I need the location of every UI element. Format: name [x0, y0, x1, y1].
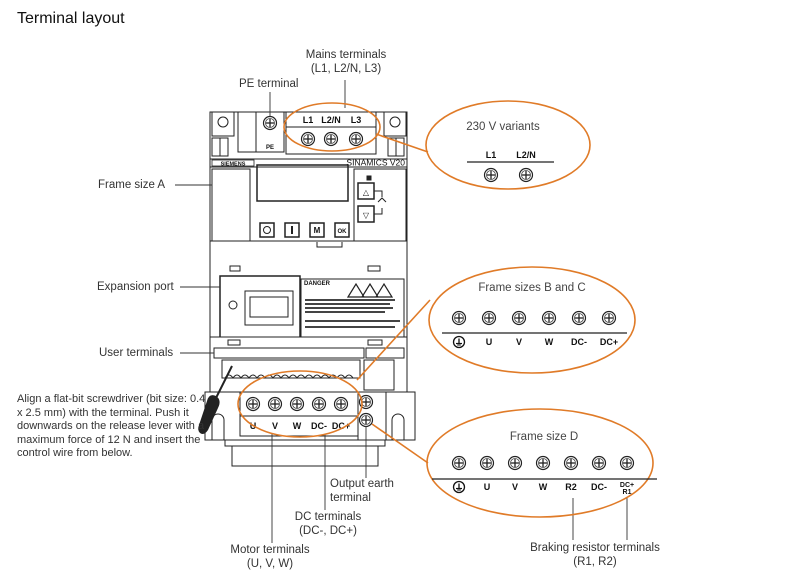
callout-230v: [425, 100, 591, 190]
label-line: (L1, L2/N, L3): [310, 63, 382, 75]
terminal-screw-icon: [591, 455, 607, 471]
label-line: Motor terminals: [230, 544, 310, 556]
callout-title: Frame size D: [510, 431, 578, 443]
mount-hole-icon: [389, 116, 401, 128]
label-line: (R1, R2): [573, 556, 617, 568]
terminal-label: W: [545, 337, 554, 347]
terminal-label: DC-: [311, 421, 327, 431]
label-line: terminal: [330, 492, 371, 504]
terminal-label: R2: [565, 482, 577, 492]
earth-icon: [452, 335, 466, 349]
terminal-label: L2/N: [321, 115, 341, 125]
output-highlight: [237, 370, 363, 438]
terminal-label: V: [272, 421, 278, 431]
terminal-label: DC+: [332, 421, 350, 431]
callout-title: Frame sizes B and C: [478, 282, 585, 294]
terminal-screw-icon: [289, 396, 305, 412]
button-ok-label: OK: [338, 229, 348, 235]
callout-title: 230 V variants: [466, 121, 540, 133]
terminal-screw-icon: [535, 455, 551, 471]
callout-frame-d-content: Frame size D U V W R2 DC- DC+R1: [432, 431, 657, 496]
terminal-screw-icon: [518, 167, 534, 183]
danger-label: DANGER: [304, 281, 331, 287]
pe-terminal-label: PE terminal: [239, 78, 299, 90]
label-line: (U, V, W): [246, 558, 294, 570]
page-title: Terminal layout: [17, 10, 125, 27]
terminal-label: L1: [303, 115, 314, 125]
label-line: Output earth: [330, 478, 394, 490]
terminal-screw-icon: [483, 167, 499, 183]
terminal-screw-icon: [323, 131, 339, 147]
terminal-screw-icon: [451, 455, 467, 471]
terminal-label: L2/N: [516, 150, 536, 160]
terminal-screw-icon: [451, 310, 467, 326]
label-line: (DC-, DC+): [299, 525, 357, 537]
callout-230v-content: 230 V variants L1 L2/N: [466, 121, 554, 183]
terminal-screw-icon: [333, 396, 349, 412]
motor-terminals-label: Motor terminals (U, V, W): [225, 543, 315, 571]
terminal-label: DC-: [591, 482, 607, 492]
terminal-label: DC+: [620, 482, 634, 489]
terminal-label: V: [512, 482, 518, 492]
dc-terminals-label: DC terminals (DC-, DC+): [283, 510, 373, 538]
terminal-screw-icon: [601, 310, 617, 326]
screwdriver-instruction: Align a flat-bit screwdriver (bit size: …: [17, 393, 206, 459]
terminal-screw-icon: [541, 310, 557, 326]
model-name: SINAMICS V20: [346, 158, 405, 168]
earth-icon: [452, 480, 466, 494]
up-arrow-icon: △: [363, 188, 370, 197]
user-terminals-label: User terminals: [99, 347, 174, 359]
down-arrow-icon: ▽: [363, 211, 370, 220]
terminal-label: W: [539, 482, 548, 492]
mains-terminals-label: Mains terminals (L1, L2/N, L3): [286, 48, 406, 76]
callout-frame-bc-content: Frame sizes B and C U V W DC- DC+: [442, 282, 627, 349]
callout-frame-bc: [428, 266, 636, 374]
terminal-screw-icon: [507, 455, 523, 471]
mains-terminals: L1 L2/N L3: [300, 115, 364, 147]
terminal-label: DC+: [600, 337, 618, 347]
mount-hole-icon: [217, 116, 229, 128]
inverter-device: [204, 111, 416, 467]
pe-screw-icon: [262, 115, 278, 131]
terminal-label: L1: [486, 150, 497, 160]
label-line: DC terminals: [294, 511, 362, 523]
button-m-label: M: [314, 226, 321, 235]
output-earth-label: Output earth terminal: [330, 477, 394, 505]
mains-highlight: [283, 102, 381, 152]
terminal-screw-icon: [563, 455, 579, 471]
brand-logo: SIEMENS: [221, 162, 246, 168]
terminal-label: R1: [623, 489, 632, 496]
braking-resistor-label: Braking resistor terminals (R1, R2): [515, 541, 675, 569]
pe-tag: PE: [266, 145, 274, 151]
output-earth-screw-icon: [358, 412, 374, 428]
terminal-screw-icon: [311, 396, 327, 412]
terminal-label: V: [516, 337, 522, 347]
screwdriver-icon: [198, 365, 233, 434]
terminal-screw-icon: [481, 310, 497, 326]
terminal-label: U: [484, 482, 491, 492]
terminal-screw-icon: [619, 455, 635, 471]
callout-highlights: [237, 100, 654, 518]
terminal-screw-icon: [267, 396, 283, 412]
terminal-screw-icon: [245, 396, 261, 412]
terminal-label: U: [486, 337, 493, 347]
terminal-screw-icon: [300, 131, 316, 147]
terminal-screw-icon: [348, 131, 364, 147]
label-line: Braking resistor terminals: [530, 542, 660, 554]
left-mount-hole-area: [211, 111, 235, 137]
terminal-screw-icon: [479, 455, 495, 471]
label-line: Mains terminals: [305, 49, 387, 61]
frame-size-a-label: Frame size A: [98, 179, 166, 191]
terminal-label: L3: [351, 115, 362, 125]
expansion-port-label: Expansion port: [97, 281, 174, 293]
terminal-label: DC-: [571, 337, 587, 347]
leader-lines: [175, 80, 628, 543]
terminal-label: W: [293, 421, 302, 431]
terminal-screw-icon: [571, 310, 587, 326]
terminal-screw-icon: [511, 310, 527, 326]
